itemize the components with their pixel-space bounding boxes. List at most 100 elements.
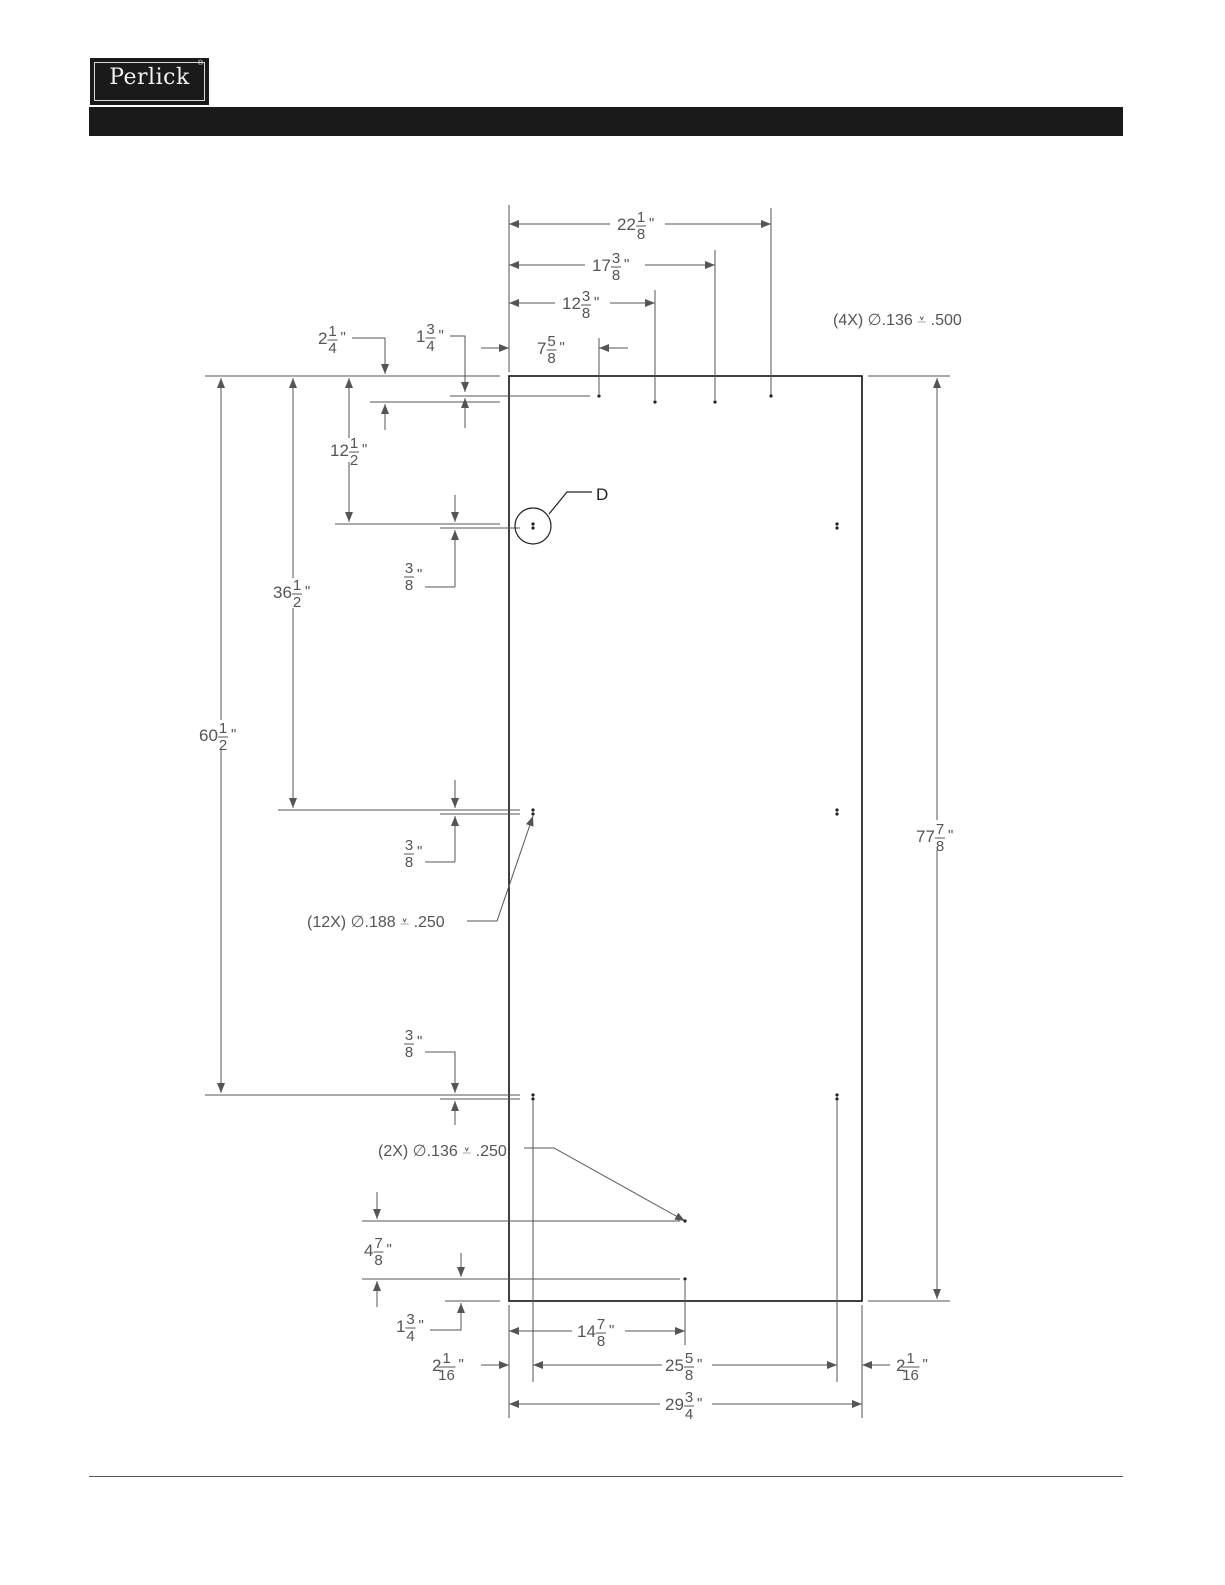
dim-num: 3 <box>612 250 620 267</box>
dim-den: 8 <box>685 1367 693 1384</box>
hole-top-3 <box>713 400 716 403</box>
dim-num: 7 <box>936 821 944 838</box>
dim-unit: " <box>459 1356 464 1373</box>
hole-side-8 <box>835 812 838 815</box>
hole-side-12 <box>835 1097 838 1100</box>
hole-side-6 <box>531 812 534 815</box>
dim-unit: " <box>305 583 310 600</box>
dim-unit: " <box>231 726 236 743</box>
hole-side-5 <box>531 808 534 811</box>
dim-num: 1 <box>442 1350 450 1367</box>
dim-num: 3 <box>405 560 413 577</box>
hole-side-4 <box>835 526 838 529</box>
dim-whole: 2 <box>318 329 327 348</box>
callout-4x-holes: (4X) ∅.136 ⩡ .500 <box>833 312 962 329</box>
hole-side-2 <box>531 526 534 529</box>
dim-whole: 1 <box>416 327 425 346</box>
detail-label: D <box>596 485 608 504</box>
dim-unit: " <box>439 327 444 344</box>
dim-num: 3 <box>426 321 434 338</box>
dim-den: 8 <box>405 577 413 594</box>
hole-top-1 <box>597 394 600 397</box>
dim-unit: " <box>649 215 654 232</box>
leader-2x <box>524 1148 685 1221</box>
dim-den: 8 <box>547 350 555 367</box>
dim-den: 8 <box>405 854 413 871</box>
dim-unit: " <box>417 843 422 860</box>
dim-den: 8 <box>637 226 645 243</box>
dim-unit: " <box>697 1356 702 1373</box>
dim-whole: 12 <box>330 441 349 460</box>
dim-unit: " <box>560 339 565 356</box>
dim-num: 7 <box>597 1316 605 1333</box>
dim-den: 2 <box>293 594 301 611</box>
dim-den: 2 <box>219 737 227 754</box>
dim-num: 1 <box>906 1350 914 1367</box>
dim-unit: " <box>609 1322 614 1339</box>
dim-unit: " <box>697 1395 702 1412</box>
dim-unit: " <box>387 1241 392 1258</box>
dim-den: 8 <box>597 1333 605 1350</box>
dim-num: 1 <box>637 209 645 226</box>
dim-den: 8 <box>936 838 944 855</box>
dim-unit: " <box>341 329 346 346</box>
dim-den: 2 <box>350 452 358 469</box>
hole-side-7 <box>835 808 838 811</box>
panel-outline <box>509 376 862 1301</box>
dim-num: 5 <box>547 333 555 350</box>
dim-unit: " <box>624 256 629 273</box>
dim-unit: " <box>594 294 599 311</box>
hole-top-4 <box>769 394 772 397</box>
hole-side-1 <box>531 522 534 525</box>
dim-den: 16 <box>438 1367 455 1384</box>
hole-side-11 <box>835 1093 838 1096</box>
dim-num: 3 <box>685 1389 693 1406</box>
dim-num: 7 <box>374 1235 382 1252</box>
dim-num: 3 <box>405 837 413 854</box>
dim-den: 4 <box>328 340 336 357</box>
dim-den: 4 <box>426 338 434 355</box>
leader-1-3-4-bottom <box>430 1303 461 1330</box>
dim-whole: 77 <box>916 827 935 846</box>
hole-side-10 <box>531 1097 534 1100</box>
dim-whole: 12 <box>562 294 581 313</box>
dim-unit: " <box>417 1033 422 1050</box>
dim-num: 5 <box>685 1350 693 1367</box>
dim-unit: " <box>362 441 367 458</box>
callout-2x-holes: (2X) ∅.136 ⩡ .250 <box>378 1143 507 1160</box>
dim-den: 16 <box>902 1367 919 1384</box>
hole-top-2 <box>653 400 656 403</box>
dim-num: 3 <box>582 288 590 305</box>
dim-whole: 14 <box>577 1322 596 1341</box>
dim-den: 4 <box>685 1406 693 1423</box>
hole-bottom-lower <box>683 1277 686 1280</box>
hole-side-9 <box>531 1093 534 1096</box>
dim-num: 1 <box>350 435 358 452</box>
leader-1-3-4 <box>450 336 465 392</box>
dim-den: 8 <box>612 267 620 284</box>
dim-num: 3 <box>405 1027 413 1044</box>
dim-num: 1 <box>328 323 336 340</box>
dim-num: 3 <box>406 1311 414 1328</box>
callout-12x-holes: (12X) ∅.188 ⩡ .250 <box>307 914 445 931</box>
dim-den: 4 <box>406 1328 414 1345</box>
leader-3-8-c <box>425 1052 455 1093</box>
footer-rule <box>89 1476 1123 1477</box>
leader-2-1-4 <box>352 338 385 374</box>
dim-whole: 7 <box>537 339 546 358</box>
dim-whole: 36 <box>273 583 292 602</box>
leader-12x <box>467 816 533 921</box>
dim-den: 8 <box>374 1252 382 1269</box>
dim-whole: 29 <box>665 1395 684 1414</box>
dim-num: 1 <box>219 720 227 737</box>
dim-den: 8 <box>405 1044 413 1061</box>
dim-unit: " <box>419 1317 424 1334</box>
dim-whole: 22 <box>617 215 636 234</box>
dim-den: 8 <box>582 305 590 322</box>
detail-leader <box>549 492 592 514</box>
hole-side-3 <box>835 522 838 525</box>
dim-unit: " <box>417 566 422 583</box>
detail-circle <box>515 508 551 544</box>
dim-unit: " <box>948 827 953 844</box>
dim-whole: 17 <box>592 256 611 275</box>
